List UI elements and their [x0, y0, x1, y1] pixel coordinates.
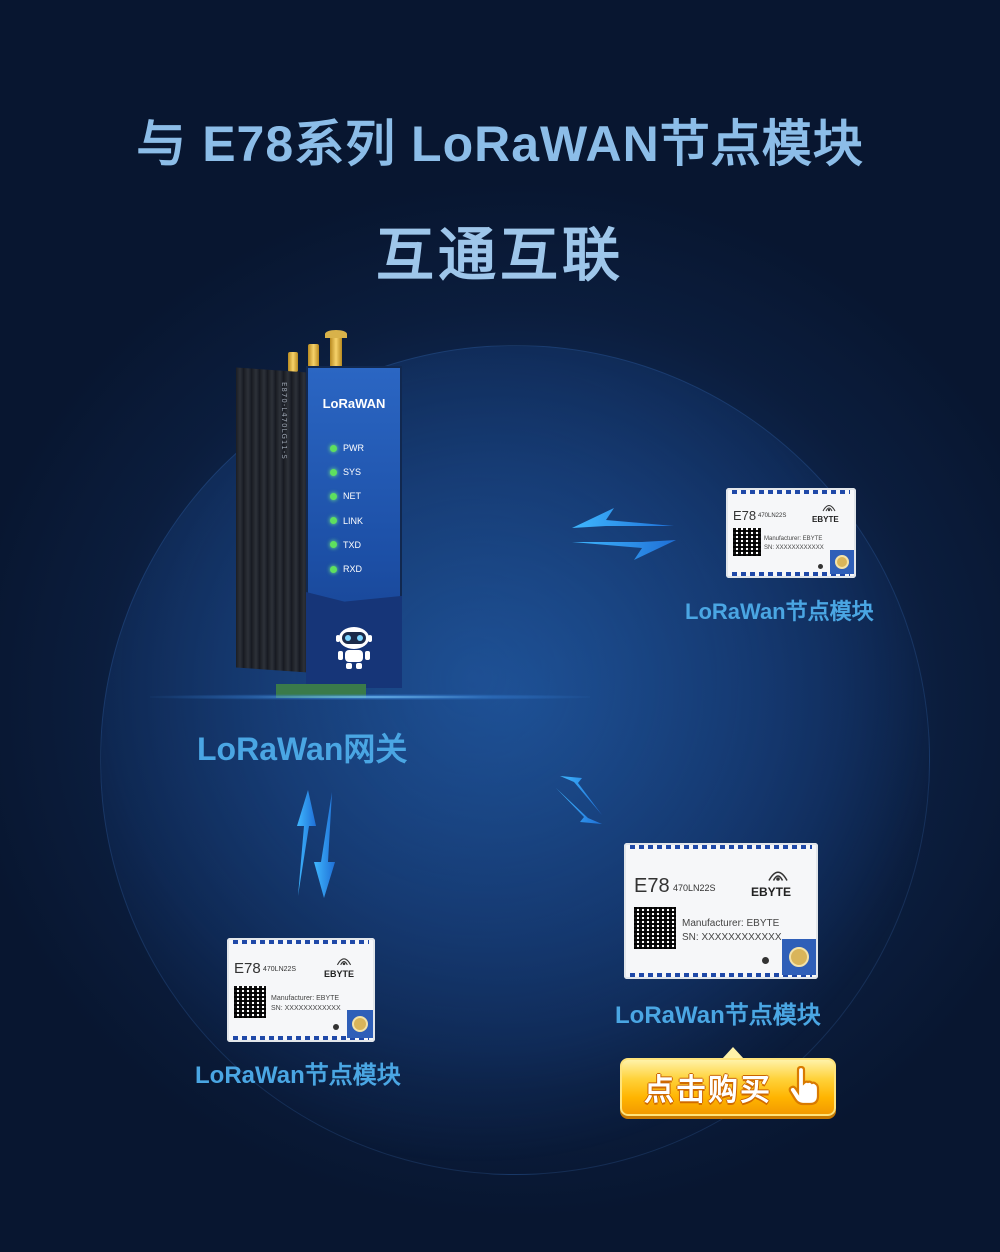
gateway-brand: LoRaWAN [322, 396, 386, 411]
module-sn: SN: XXXXXXXXXXXX [271, 1005, 341, 1012]
led-indicator-icon [330, 492, 337, 500]
module-model: E78 [733, 508, 757, 523]
module-variant: 470LN22S [673, 883, 716, 893]
led-indicator-icon [330, 517, 337, 525]
led-item: NET [330, 484, 364, 508]
antenna-pad-icon [347, 1010, 373, 1038]
module-sn: SN: XXXXXXXXXXXX [682, 932, 782, 943]
module-manufacturer: Manufacturer: EBYTE [271, 995, 340, 1002]
module-manufacturer: Manufacturer: EBYTE [682, 918, 780, 929]
antenna-icon [330, 334, 342, 368]
gateway-heatsink [236, 367, 308, 673]
wireless-signal-icon [822, 505, 836, 512]
wireless-signal-icon [768, 871, 788, 881]
led-item: RXD [330, 557, 364, 581]
led-item: TXD [330, 533, 364, 557]
module-variant: 470LN22S [263, 966, 297, 973]
gateway-side-model: E870-L470LG11-S [280, 382, 288, 460]
led-indicator-icon [330, 444, 337, 452]
pointing-hand-icon [788, 1066, 820, 1106]
module-brand: EBYTE [812, 515, 839, 524]
page-title: 与 E78系列 LoRaWAN节点模块 [136, 116, 864, 172]
led-indicator-icon [330, 541, 337, 549]
wireless-signal-icon [336, 958, 352, 966]
node-module-right: E78 470LN22S EBYTE Manufacturer: EBYTE S… [726, 488, 856, 578]
right-node-label: LoRaWan节点模块 [685, 599, 874, 624]
antenna-icon [288, 352, 298, 372]
led-item: SYS [330, 460, 364, 484]
module-manufacturer: Manufacturer: EBYTE [764, 536, 823, 542]
gateway-led-list: PWR SYS NET LINK TXD RXD [330, 436, 364, 581]
buy-button-label: 点击购买 [644, 1074, 772, 1107]
bottom-right-node-label: LoRaWan节点模块 [615, 1002, 821, 1029]
module-brand: EBYTE [751, 885, 792, 899]
bottom-left-node-label: LoRaWan节点模块 [195, 1062, 401, 1089]
antenna-pad-icon [782, 939, 816, 975]
qr-code-icon [733, 528, 761, 556]
led-indicator-icon [330, 565, 337, 573]
module-sn: SN: XXXXXXXXXXXX [764, 545, 824, 551]
qr-code-icon [634, 907, 676, 949]
node-module-bottom-left: E78 470LN22S EBYTE Manufacturer: EBYTE S… [227, 938, 375, 1042]
lorawan-gateway-device: E870-L470LG11-S LoRaWAN PWR SYS NET LINK… [236, 330, 406, 700]
led-item: PWR [330, 436, 364, 460]
antenna-icon [308, 344, 319, 370]
gateway-glow-line [150, 694, 590, 700]
robot-icon [336, 627, 372, 669]
module-model: E78 [634, 875, 670, 897]
qr-code-icon [234, 986, 266, 1018]
module-model: E78 [234, 960, 261, 977]
page-subtitle: 互通互联 [375, 223, 624, 288]
antenna-pad-icon [830, 550, 854, 574]
gateway-label: LoRaWan网关 [197, 731, 408, 767]
module-brand: EBYTE [324, 969, 355, 979]
node-module-bottom-right: E78 470LN22S EBYTE Manufacturer: EBYTE S… [624, 843, 818, 979]
module-variant: 470LN22S [758, 513, 787, 519]
led-item: LINK [330, 509, 364, 533]
led-indicator-icon [330, 468, 337, 476]
